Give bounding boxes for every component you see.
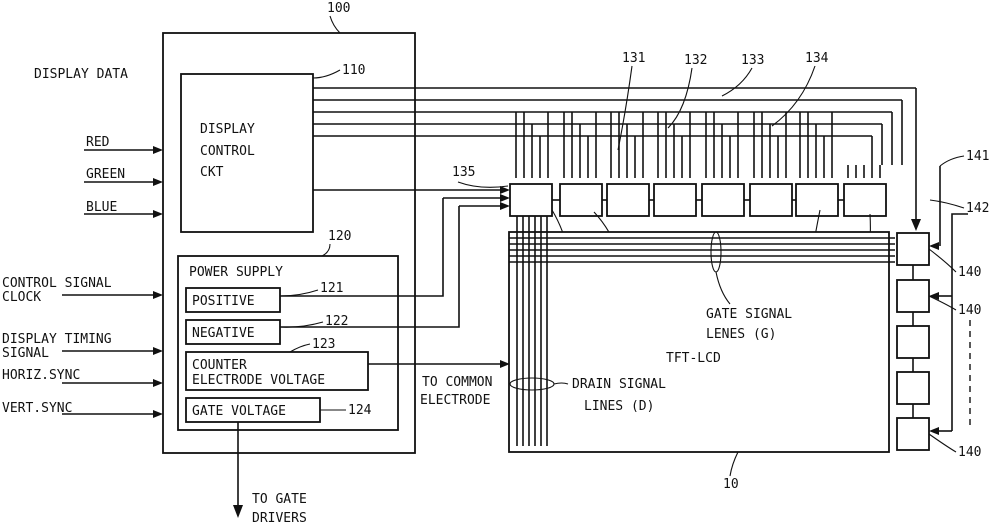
label-ref-132: 132 (684, 53, 707, 68)
label-ref-135: 135 (452, 165, 475, 180)
label-ctrl-line3: CKT (200, 165, 224, 180)
taps-driver-8 (848, 165, 880, 178)
drain-driver-2 (560, 184, 602, 216)
drain-driver-1 (510, 184, 552, 216)
label-negative: NEGATIVE (192, 326, 255, 341)
label-red: RED (86, 135, 110, 150)
label-positive-ref: 121 (320, 281, 343, 296)
taps-driver-3 (611, 112, 643, 178)
label-tft-lcd: TFT-LCD (666, 351, 721, 366)
taps-driver-4 (658, 112, 690, 178)
drain-driver-3 (607, 184, 649, 216)
label-ref-134: 134 (805, 51, 829, 66)
label-counter-line2: ELECTRODE VOLTAGE (192, 373, 325, 388)
label-counter-ref: 123 (312, 337, 335, 352)
label-ref-142: 142 (966, 201, 989, 216)
drain-driver-4 (654, 184, 696, 216)
taps-driver-2 (564, 112, 596, 178)
label-psu-ref: 120 (328, 229, 351, 244)
drain-driver-8 (844, 184, 886, 216)
label-ref-131: 131 (622, 51, 645, 66)
label-ctrl-line2: CONTROL (200, 144, 255, 159)
label-counter-line1: COUNTER (192, 358, 247, 373)
label-blue: BLUE (86, 200, 117, 215)
label-gate-voltage: GATE VOLTAGE (192, 404, 286, 419)
gate-driver-3 (897, 326, 929, 358)
driver-taps (516, 112, 880, 178)
label-ctrl-line1: DISPLAY (200, 122, 255, 137)
label-gate-voltage-ref: 124 (348, 403, 372, 418)
drain-driver-7 (796, 184, 838, 216)
drain-driver-5 (702, 184, 744, 216)
taps-driver-5 (706, 112, 738, 178)
label-display-data: DISPLAY DATA (34, 67, 128, 82)
label-display-timing: DISPLAY TIMING (2, 332, 112, 347)
gate-driver-2 (897, 280, 929, 312)
tft-lcd-panel (509, 232, 889, 452)
label-ref-140-b: 140 (958, 303, 981, 318)
drain-driver-6 (750, 184, 792, 216)
gate-driver-4 (897, 372, 929, 404)
label-ctrl-ref: 110 (342, 63, 365, 78)
label-ref-140-a: 140 (958, 265, 981, 280)
label-ref-140-c: 140 (958, 445, 981, 460)
label-to-gate-line1: TO GATE (252, 492, 307, 507)
gate-driver-5 (897, 418, 929, 450)
label-drain-line1: DRAIN SIGNAL (572, 377, 666, 392)
label-horiz-sync: HORIZ.SYNC (2, 368, 80, 383)
label-lcd-ref: 10 (723, 477, 739, 492)
label-gate-signal-line2: LENES (G) (706, 327, 776, 342)
label-ref-141: 141 (966, 149, 989, 164)
label-to-common-line1: TO COMMON (422, 375, 492, 390)
label-system-ref: 100 (327, 1, 350, 16)
label-gate-signal-line1: GATE SIGNAL (706, 307, 792, 322)
label-psu-title: POWER SUPPLY (189, 265, 283, 280)
taps-driver-6 (754, 112, 786, 178)
gate-driver-1 (897, 233, 929, 265)
label-drain-line2: LINES (D) (584, 399, 654, 414)
label-vert-sync: VERT.SYNC (2, 401, 72, 416)
label-positive: POSITIVE (192, 294, 255, 309)
label-to-common-line2: ELECTRODE (420, 393, 490, 408)
label-to-gate-line2: DRIVERS (252, 511, 307, 526)
taps-driver-7 (800, 112, 832, 178)
label-control-signal: CONTROL SIGNAL (2, 276, 112, 291)
label-clock: CLOCK (2, 290, 41, 305)
label-signal: SIGNAL (2, 346, 49, 361)
taps-driver-1 (516, 112, 548, 178)
label-ref-133: 133 (741, 53, 764, 68)
label-green: GREEN (86, 167, 125, 182)
